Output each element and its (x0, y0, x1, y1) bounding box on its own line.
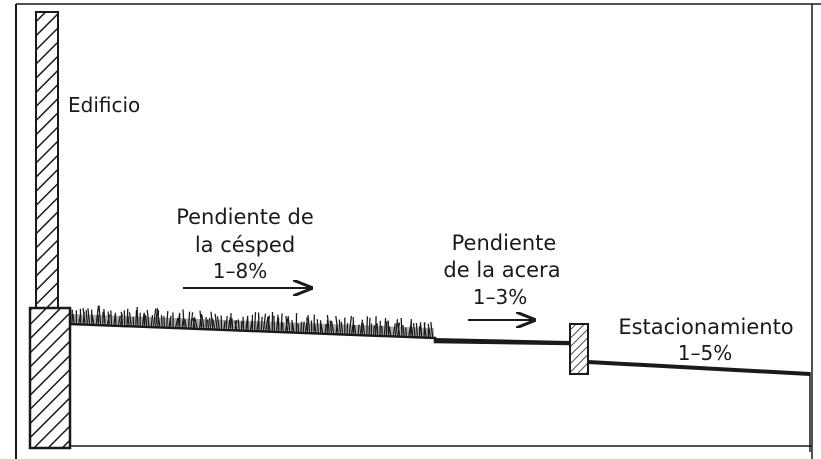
parking-slope-value: 1–5% (678, 341, 732, 365)
ground-fill (70, 324, 810, 452)
curb (569, 323, 589, 375)
grass-band (72, 314, 434, 336)
sidewalk-label-line2: de la acera (443, 258, 560, 282)
building-label: Edificio (68, 93, 140, 117)
sidewalk-slope-value: 1–3% (473, 285, 527, 309)
sidewalk-surface (434, 338, 571, 345)
grass-blades (71, 305, 434, 339)
building-wall (35, 11, 59, 311)
parking-label: Estacionamiento (618, 315, 793, 339)
parking-surface (587, 360, 811, 376)
building-foundation (28, 306, 72, 450)
lawn-label-line1: Pendiente de (176, 205, 314, 229)
lawn-slope-value: 1–8% (213, 259, 267, 283)
lawn-grass (71, 305, 434, 339)
sidewalk-label-line1: Pendiente (452, 231, 557, 255)
lawn-label-line2: la césped (195, 233, 295, 257)
